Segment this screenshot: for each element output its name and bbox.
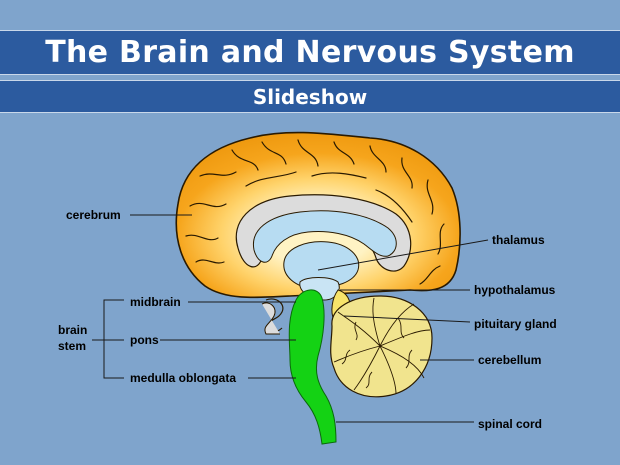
label-hypothalamus: hypothalamus	[474, 283, 556, 297]
label-pituitary-gland: pituitary gland	[474, 317, 557, 331]
brain-stem-bracket	[103, 299, 124, 379]
label-brain-stem-line1: brain	[58, 323, 87, 337]
subtitle-banner: Slideshow	[0, 80, 620, 113]
lower-tissue-fill	[261, 302, 280, 335]
label-midbrain: midbrain	[130, 295, 181, 309]
brain-stem-shape	[288, 289, 337, 445]
label-thalamus: thalamus	[492, 233, 545, 247]
pituitary-pointer	[343, 315, 471, 323]
label-medulla-oblongata: medulla oblongata	[130, 371, 236, 385]
slide-subtitle: Slideshow	[252, 84, 368, 109]
label-brain-stem-line2: stem	[58, 339, 86, 353]
label-cerebellum: cerebellum	[478, 353, 541, 367]
label-pointer-lines	[92, 214, 489, 423]
thalamus-pointer	[317, 239, 489, 271]
title-banner: The Brain and Nervous System	[0, 30, 620, 75]
label-cerebrum: cerebrum	[66, 208, 121, 222]
ventricle	[252, 210, 397, 263]
label-pons: pons	[130, 333, 159, 347]
slide-title: The Brain and Nervous System	[45, 35, 575, 70]
cerebellum-shape	[330, 295, 433, 398]
cerebrum-folds	[185, 139, 445, 285]
label-spinal-cord: spinal cord	[478, 417, 542, 431]
